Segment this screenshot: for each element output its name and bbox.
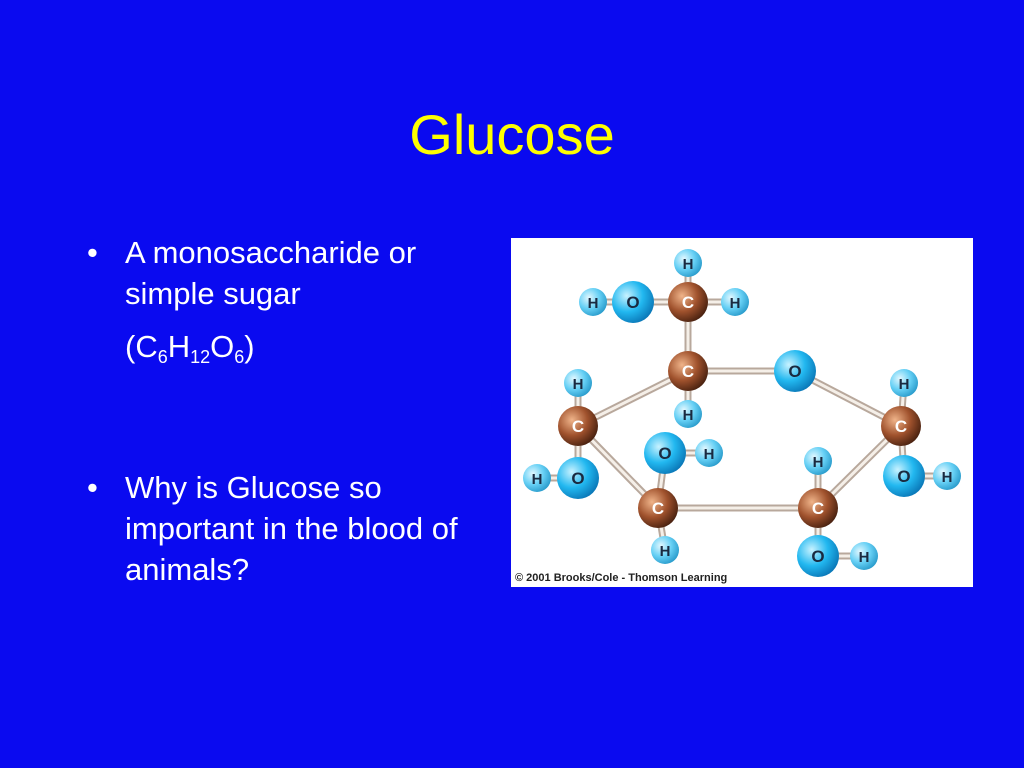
bullet-item: • Why is Glucose so important in the blo… [85, 467, 485, 590]
carbon-label: C [682, 293, 694, 312]
hydrogen-label: H [573, 376, 584, 393]
hydrogen-atom: H [579, 288, 607, 316]
oxygen-label: O [571, 469, 584, 488]
bullet-item: • A monosaccharide or simple sugar [85, 232, 485, 314]
carbon-atom: C [668, 282, 708, 322]
hydrogen-atom: H [564, 369, 592, 397]
hydrogen-atom: H [695, 439, 723, 467]
carbon-atom: C [798, 488, 838, 528]
hydrogen-atom: H [933, 462, 961, 490]
bullet-text: A monosaccharide or simple sugar [125, 235, 417, 311]
oxygen-label: O [626, 293, 639, 312]
carbon-atom: C [668, 351, 708, 391]
carbon-label: C [652, 499, 664, 518]
copyright-credit: © 2001 Brooks/Cole - Thomson Learning [515, 572, 728, 584]
hydrogen-atom: H [674, 249, 702, 277]
hydrogen-label: H [813, 454, 824, 471]
oxygen-label: O [897, 467, 910, 486]
carbon-atom: C [638, 488, 678, 528]
hydrogen-label: H [859, 549, 870, 566]
hydrogen-atom: H [523, 464, 551, 492]
carbon-label: C [812, 499, 824, 518]
chemical-formula: (C6H12O6) [125, 329, 255, 367]
bond-highlight [577, 369, 689, 428]
hydrogen-label: H [899, 376, 910, 393]
oxygen-atom: O [797, 535, 839, 577]
hydrogen-atom: H [850, 542, 878, 570]
hydrogen-label: H [683, 407, 694, 424]
carbon-label: C [572, 417, 584, 436]
bullet-list: • A monosaccharide or simple sugar (C6H1… [85, 232, 485, 590]
hydrogen-label: H [730, 295, 741, 312]
oxygen-atom: O [557, 457, 599, 499]
oxygen-atom: O [612, 281, 654, 323]
slide-title: Glucose [409, 103, 615, 166]
oxygen-atom: O [883, 455, 925, 497]
glucose-molecule-diagram: C C C C C C O O H H H H H O H H O H O H H H O H [523, 249, 961, 577]
hydrogen-label: H [683, 256, 694, 273]
glucose-molecule-figure: C C C C C C O O H H H H H O H H O H O H H H O H © 2001 Brooks/C… [511, 238, 973, 587]
oxygen-label: O [658, 444, 671, 463]
hydrogen-label: H [660, 543, 671, 560]
hydrogen-atom: H [890, 369, 918, 397]
carbon-label: C [682, 362, 694, 381]
hydrogen-label: H [588, 295, 599, 312]
hydrogen-atom: H [651, 536, 679, 564]
carbon-atom: C [881, 406, 921, 446]
hydrogen-atom: H [721, 288, 749, 316]
bullet-dot: • [87, 235, 98, 270]
oxygen-atom: O [774, 350, 816, 392]
hydrogen-label: H [532, 471, 543, 488]
hydrogen-atom: H [674, 400, 702, 428]
bullet-dot: • [87, 470, 98, 505]
bullet-text: Why is Glucose so important in the blood… [125, 470, 458, 587]
carbon-label: C [895, 417, 907, 436]
hydrogen-label: H [704, 446, 715, 463]
carbon-atom: C [558, 406, 598, 446]
hydrogen-atom: H [804, 447, 832, 475]
oxygen-label: O [811, 547, 824, 566]
hydrogen-label: H [942, 469, 953, 486]
oxygen-label: O [788, 362, 801, 381]
oxygen-atom: O [644, 432, 686, 474]
